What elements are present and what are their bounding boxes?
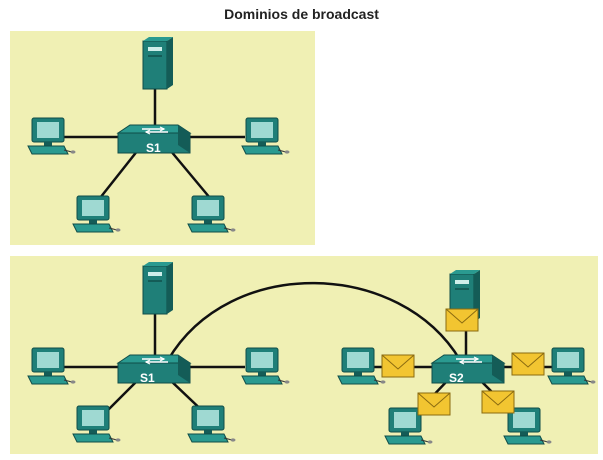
switch-s2-label: S2	[449, 371, 464, 385]
diagram-title: Dominios de broadcast	[224, 6, 379, 22]
server-icon	[142, 36, 174, 90]
server-icon	[142, 261, 174, 315]
switch-s1-label: S1	[146, 141, 161, 155]
broadcast-envelope-icon	[511, 352, 545, 376]
broadcast-envelope-icon	[445, 308, 479, 332]
switch-icon	[431, 354, 505, 384]
broadcast-envelope-icon	[381, 354, 415, 378]
broadcast-envelope-icon	[417, 392, 451, 416]
switch-s1-label: S1	[140, 371, 155, 385]
broadcast-envelope-icon	[481, 390, 515, 414]
